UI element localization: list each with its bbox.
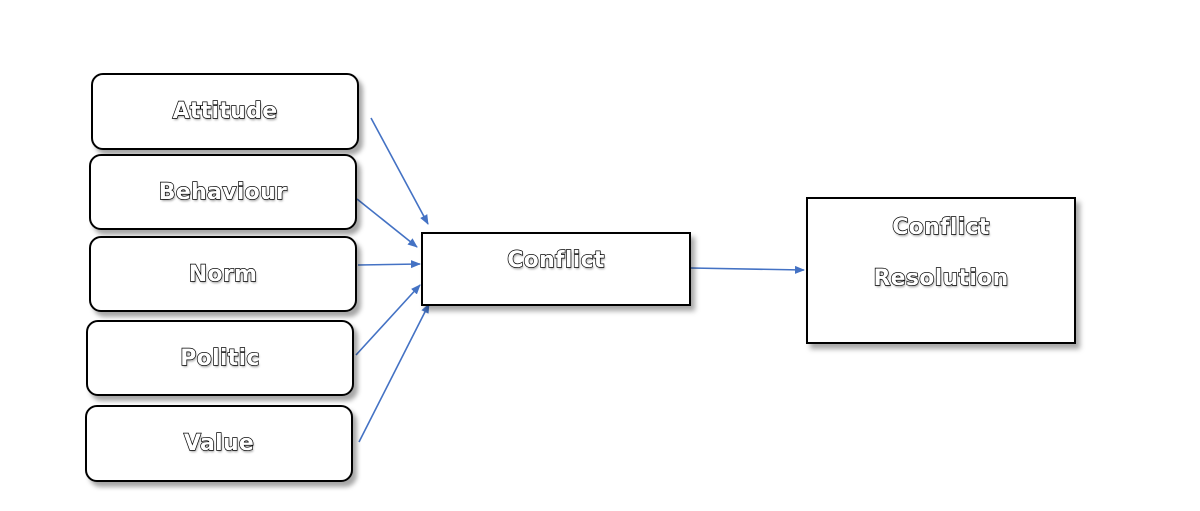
- input-label-attitude: Attitude: [172, 98, 278, 124]
- input-box-behaviour: Behaviour: [89, 154, 357, 230]
- arrow-norm-to-conflict: [357, 260, 421, 269]
- input-label-behaviour: Behaviour: [158, 179, 288, 205]
- input-label-politic: Politic: [180, 345, 261, 371]
- input-box-value: Value: [85, 405, 353, 482]
- arrow-conflict-to-resolution: [690, 265, 805, 274]
- input-label-value: Value: [183, 430, 255, 456]
- resolution-label-line1: Conflict: [892, 214, 991, 240]
- input-box-attitude: Attitude: [91, 73, 359, 150]
- resolution-label-line2: Resolution: [873, 265, 1009, 291]
- arrow-behaviour-to-conflict: [356, 198, 418, 248]
- conflict-box: Conflict: [421, 232, 691, 306]
- conflict-resolution-box: Conflict Resolution: [806, 197, 1076, 344]
- arrow-politic-to-conflict: [355, 284, 421, 356]
- input-box-norm: Norm: [89, 236, 357, 312]
- arrow-value-to-conflict: [358, 303, 430, 443]
- input-label-norm: Norm: [188, 261, 258, 287]
- input-box-politic: Politic: [86, 320, 354, 396]
- conflict-label: Conflict: [507, 247, 606, 273]
- arrow-attitude-to-conflict: [370, 117, 429, 225]
